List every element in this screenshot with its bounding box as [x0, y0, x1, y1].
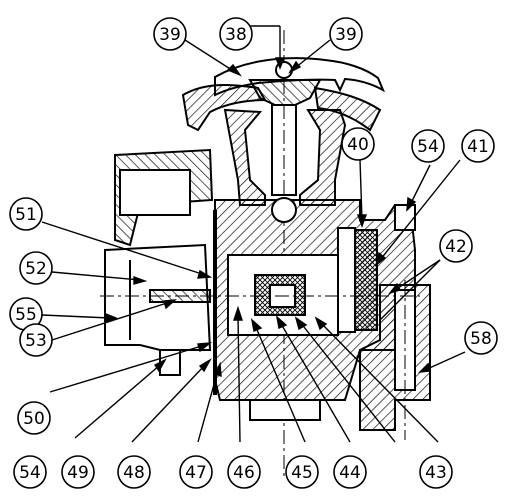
callout-54-top: 54: [411, 129, 445, 163]
bore-circle: [271, 197, 297, 223]
callout-58: 58: [464, 321, 498, 355]
svg-text:54: 54: [19, 463, 41, 483]
svg-text:45: 45: [291, 463, 313, 483]
callout-51: 51: [9, 197, 43, 231]
svg-text:50: 50: [23, 409, 45, 429]
svg-text:41: 41: [467, 137, 489, 157]
callout-49: 49: [61, 455, 95, 489]
callout-44: 44: [333, 455, 367, 489]
callout-53: 53: [19, 323, 53, 357]
svg-text:40: 40: [347, 135, 369, 155]
callout-48: 48: [117, 455, 151, 489]
callout-45: 45: [285, 455, 319, 489]
svg-text:52: 52: [25, 259, 47, 279]
svg-text:39: 39: [335, 25, 357, 45]
svg-text:42: 42: [445, 237, 467, 257]
callout-55: 55: [9, 297, 43, 331]
handwheel-spoke: [181, 83, 267, 132]
callout-46: 46: [227, 455, 261, 489]
svg-text:55: 55: [15, 305, 37, 325]
leader-lines: [41, 25, 466, 443]
svg-text:39: 39: [159, 25, 181, 45]
callout-43: 43: [419, 455, 453, 489]
callout-47: 47: [179, 455, 213, 489]
callout-42: 42: [439, 229, 473, 263]
svg-text:54: 54: [417, 137, 439, 157]
bonnet-right: [299, 109, 347, 206]
callout-38: 38: [219, 17, 253, 51]
valve-body: [100, 30, 431, 480]
svg-text:49: 49: [67, 463, 89, 483]
svg-text:38: 38: [225, 25, 247, 45]
filter-element: [354, 229, 378, 331]
svg-text:48: 48: [123, 463, 145, 483]
screw-top: [394, 204, 416, 231]
callout-40: 40: [341, 127, 375, 161]
svg-text:53: 53: [25, 331, 47, 351]
bottom-plug: [249, 399, 321, 421]
inlet-bore: [119, 169, 191, 216]
svg-text:47: 47: [185, 463, 207, 483]
callout-50: 50: [17, 401, 51, 435]
callout-52: 52: [19, 251, 53, 285]
svg-text:43: 43: [425, 463, 447, 483]
svg-text:46: 46: [233, 463, 255, 483]
callout-54-bottom: 54: [13, 455, 47, 489]
callout-39-left: 39: [153, 17, 187, 51]
svg-text:44: 44: [339, 463, 361, 483]
bonnet: [223, 108, 266, 206]
callout-39-right: 39: [329, 17, 363, 51]
svg-text:58: 58: [470, 329, 492, 349]
callout-41: 41: [461, 129, 495, 163]
svg-text:51: 51: [15, 205, 37, 225]
callout-labels: 39 38 39 40 54 41 51 42 52 55 53 58 50 5…: [9, 17, 498, 489]
